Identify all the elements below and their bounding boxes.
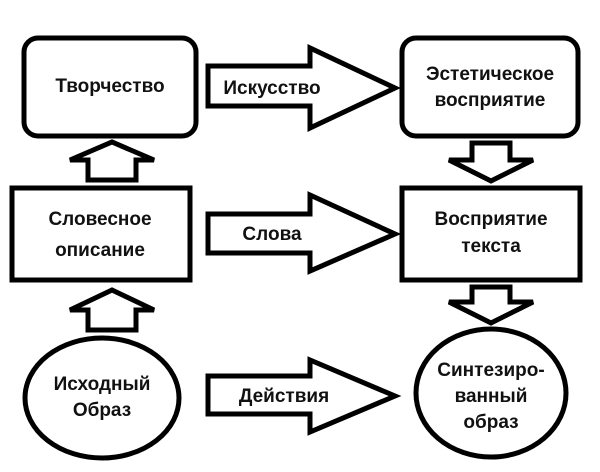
node-source-image-ellipse xyxy=(22,335,182,461)
node-aesthetic-perception-box xyxy=(399,35,581,139)
arrow-up-to-verbal-description xyxy=(68,287,156,333)
node-source-image-line-1: Исходный xyxy=(54,374,151,395)
arrow-words xyxy=(205,191,402,275)
node-verbal-description-line-2: описание xyxy=(55,240,145,261)
node-verbal-description-box xyxy=(9,185,193,283)
node-text-perception-line-1: Восприятие xyxy=(434,209,547,230)
node-text-perception-box xyxy=(399,185,583,283)
arrow-art xyxy=(205,44,401,132)
node-aesthetic-perception-line-1: Эстетическое xyxy=(426,64,554,85)
node-source-image-line-2: Образ xyxy=(73,400,131,421)
node-verbal-description-line-1: Словесное xyxy=(48,209,151,230)
arrow-words-label: Слова xyxy=(242,224,302,245)
node-synthesized-image-line-1: Синтезиро- xyxy=(437,360,544,381)
node-aesthetic-perception-line-2: восприятие xyxy=(435,90,546,111)
arrow-up-to-creativity xyxy=(69,139,155,183)
node-text-perception-line-2: текста xyxy=(461,236,521,257)
node-synthesized-image-line-2: ванный xyxy=(455,386,528,407)
arrow-down-to-synthesized-image xyxy=(447,284,535,326)
arrow-actions xyxy=(205,356,402,436)
node-creativity-label: Творчество xyxy=(55,76,164,97)
node-synthesized-image-ellipse xyxy=(413,326,569,460)
arrow-actions-label: Действия xyxy=(239,386,329,407)
arrow-down-to-text-perception xyxy=(447,140,535,184)
node-creativity-box xyxy=(21,35,199,139)
arrow-art-label: Искусство xyxy=(223,78,320,99)
node-synthesized-image-line-3: образ xyxy=(463,412,518,433)
